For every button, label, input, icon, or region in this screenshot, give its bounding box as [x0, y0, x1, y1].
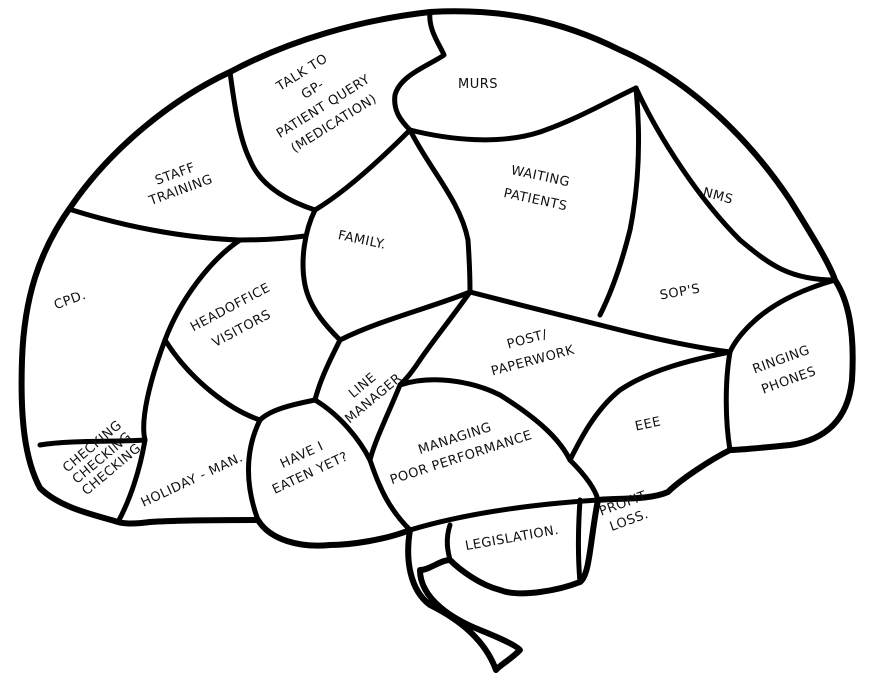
divider-line: [597, 85, 641, 318]
divider-line: [397, 377, 573, 463]
region-label-line: MURS: [458, 77, 498, 92]
region-label-line: CPD.: [52, 288, 88, 313]
divider-line: [392, 9, 447, 133]
region-label-staff-training: STAFFTRAINING: [140, 156, 214, 209]
divider-line: [444, 522, 453, 563]
divider-line: [115, 437, 148, 525]
region-label-line: POST/: [505, 327, 549, 352]
region-label-line: LEGISLATION.: [464, 523, 560, 554]
divider-line: [576, 497, 583, 585]
region-label-line-manager: LINEMANAGER: [331, 358, 405, 427]
divider-line: [162, 337, 263, 423]
region-label-line: HOLIDAY - MAN.: [139, 450, 246, 510]
divider-line: [246, 417, 263, 523]
region-label-line: WAITING: [510, 163, 572, 190]
divider-line: [407, 85, 639, 143]
divider-line: [467, 289, 733, 355]
divider-line: [312, 397, 373, 463]
region-label-waiting-patients: WAITINGPATIENTS: [502, 163, 574, 215]
region-label-managing-poor-performance: MANAGINGPOOR PERFORMANCE: [382, 409, 534, 488]
divider-line: [397, 289, 473, 388]
divider-line: [312, 127, 413, 213]
divider-line: [37, 437, 148, 448]
divider-line: [567, 457, 601, 503]
region-label-line: FAMILY.: [337, 228, 388, 253]
divider-line: [567, 349, 733, 463]
region-label-line: EEE: [634, 414, 663, 434]
region-label-line: PATIENTS: [502, 186, 569, 214]
divider-line: [633, 85, 838, 283]
region-label-legislation: LEGISLATION.: [464, 523, 560, 554]
region-label-talk-to-gp: TALK TOGP-PATIENT QUERY(MEDICATION): [253, 38, 384, 158]
region-label-sops: SOP'S: [659, 282, 702, 304]
divider-line: [723, 277, 838, 453]
region-label-murs: MURS: [458, 77, 498, 92]
region-label-family: FAMILY.: [337, 228, 388, 253]
region-label-ringing-phones: RINGINGPHONES: [751, 343, 820, 398]
divider-line: [337, 289, 473, 343]
divider-line: [367, 457, 413, 533]
region-labels: STAFFTRAINING TALK TOGP-PATIENT QUERY(MED…: [52, 38, 820, 554]
region-label-cpd: CPD.: [52, 288, 88, 313]
divider-line: [227, 69, 318, 213]
region-label-post-paperwork: POST/PAPERWORK: [484, 322, 576, 380]
region-label-line: SOP'S: [659, 282, 702, 304]
divider-line: [69, 207, 308, 243]
divider-line: [407, 127, 473, 295]
region-label-have-i-eaten: HAVE IEATEN YET?: [262, 431, 351, 497]
region-label-line: PAPERWORK: [490, 343, 577, 380]
divider-line: [367, 382, 403, 463]
region-label-eee: EEE: [634, 414, 663, 434]
region-label-holiday: HOLIDAY - MAN.: [139, 450, 246, 510]
divider-line: [407, 497, 601, 533]
divider-line: [300, 207, 343, 343]
brain-outline: [18, 8, 856, 673]
region-label-headoffice-visitors: HEADOFFICEVISITORS: [188, 281, 284, 357]
